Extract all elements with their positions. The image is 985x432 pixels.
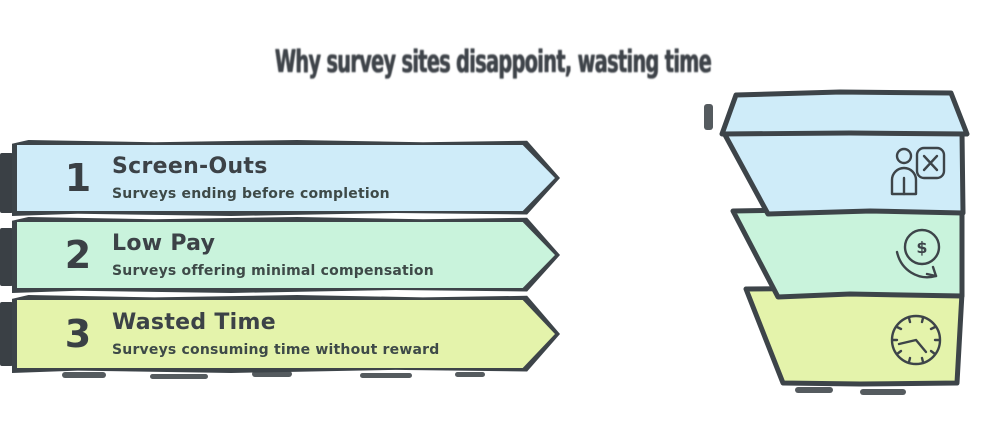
sketch-edge-mark: [704, 104, 713, 130]
funnel-segment-2: [730, 206, 965, 300]
step-text-block: Wasted Time Surveys consuming time witho…: [112, 300, 439, 368]
step-title: Screen-Outs: [112, 154, 268, 179]
step-banner-2-fill: 2 Low Pay Surveys offering minimal compe…: [17, 222, 555, 288]
step-title: Wasted Time: [112, 310, 276, 335]
x-mark: [922, 154, 939, 172]
decline-arrowhead: [925, 265, 938, 278]
step-description: Surveys ending before completion: [112, 186, 390, 202]
step-title: Low Pay: [112, 231, 216, 256]
funnel-segment-3: [743, 285, 965, 387]
step-banner-1: 1 Screen-Outs Surveys ending before comp…: [12, 140, 560, 216]
sketch-edge-mark: [0, 153, 13, 213]
sketch-shadow-mark: [62, 372, 106, 378]
diagram-title: Why survey sites disappoint, wasting tim…: [274, 44, 711, 80]
sketch-shadow-mark: [795, 387, 833, 393]
person-head: [895, 147, 913, 165]
person-body: [890, 166, 918, 196]
step-description: Surveys offering minimal compensation: [112, 263, 434, 279]
step-number: 2: [64, 233, 92, 277]
clock-hands: [897, 338, 928, 354]
clock-icon: [890, 314, 942, 366]
reject-box: [915, 146, 946, 180]
step-number: 3: [64, 312, 92, 356]
step-banner-3-fill: 3 Wasted Time Surveys consuming time wit…: [17, 300, 555, 368]
clock-ticks: [891, 316, 941, 364]
dollar-sign: $: [916, 238, 927, 257]
title-row: Why survey sites disappoint, wasting tim…: [0, 44, 985, 80]
coin-circle: [903, 228, 941, 266]
step-banner-1-fill: 1 Screen-Outs Surveys ending before comp…: [17, 145, 555, 211]
funnel-graphic: $: [719, 89, 970, 387]
decline-arrow: [895, 250, 938, 279]
step-text-block: Screen-Outs Surveys ending before comple…: [112, 145, 390, 211]
step-text-block: Low Pay Surveys offering minimal compens…: [112, 222, 434, 288]
sketch-shadow-mark: [252, 371, 292, 377]
step-description: Surveys consuming time without reward: [112, 342, 440, 358]
sketch-edge-mark: [0, 228, 13, 286]
step-banner-3: 3 Wasted Time Surveys consuming time wit…: [12, 295, 560, 373]
funnel-rim: [719, 89, 970, 137]
step-number: 1: [64, 156, 92, 200]
sketch-shadow-mark: [860, 389, 906, 395]
person-screened-out-icon: [890, 146, 946, 196]
dollar-decline-icon: $: [895, 228, 941, 279]
funnel-segment-1: [721, 127, 966, 217]
sketch-shadow-mark: [455, 372, 485, 377]
step-banner-2: 2 Low Pay Surveys offering minimal compe…: [12, 217, 560, 293]
sketch-shadow-mark: [150, 374, 208, 379]
sketch-shadow-mark: [360, 373, 412, 378]
sketch-edge-mark: [0, 302, 13, 366]
